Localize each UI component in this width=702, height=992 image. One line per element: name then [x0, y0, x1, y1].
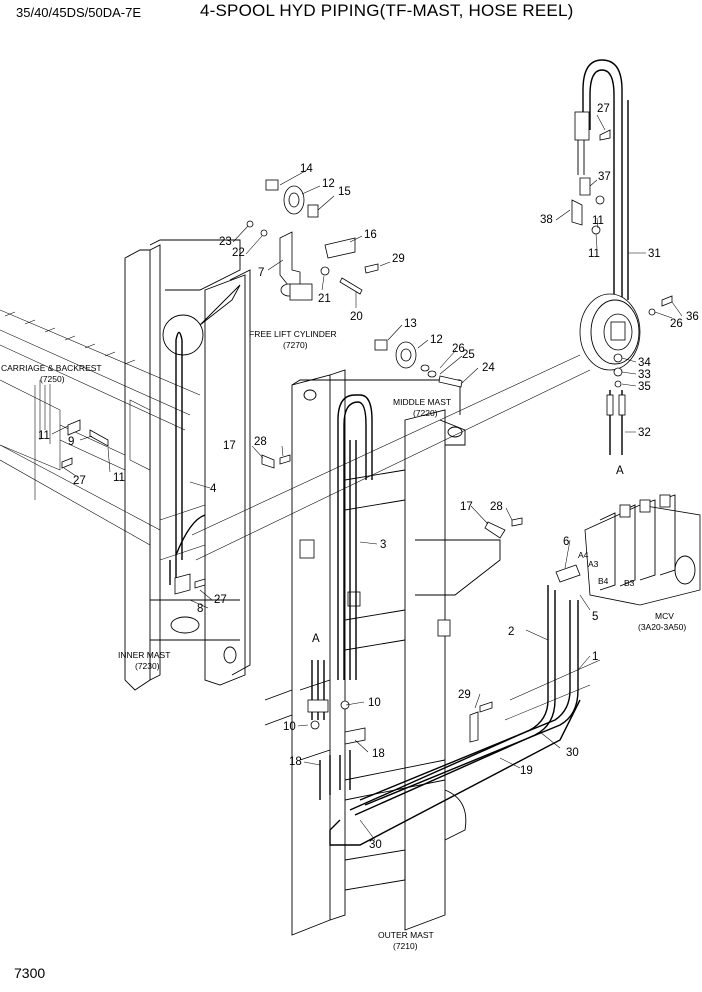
callout: 22	[232, 247, 245, 259]
callout: 10	[283, 721, 296, 733]
callout: 11	[113, 472, 125, 484]
callout: 14	[300, 163, 313, 175]
mcv-pipes	[329, 585, 601, 846]
mcv-drawing	[555, 494, 701, 606]
callout: 21	[318, 293, 331, 305]
callout: 30	[566, 747, 579, 759]
callout: 12	[322, 178, 335, 190]
callout: 11	[38, 430, 50, 442]
assembly-code: (7220)	[413, 408, 438, 418]
assembly-label: INNER MAST	[118, 650, 170, 660]
callout: 7	[258, 267, 264, 279]
callout: 18	[289, 756, 302, 768]
assembly-code: (7230)	[135, 661, 160, 671]
callout-numbers: 14 12 15 16 23 22 7 29 21 20 13 12 26 25…	[38, 103, 699, 851]
lower-fittings	[61, 419, 523, 800]
callout: 3	[380, 539, 386, 551]
callout: 6	[563, 536, 569, 548]
page-number: 7300	[14, 965, 46, 981]
middle-mast-parts	[374, 339, 463, 388]
callout: 11	[588, 248, 600, 260]
callout: 11	[592, 215, 604, 227]
callout: 27	[597, 103, 610, 115]
outer-mast-drawing	[264, 369, 501, 936]
callout: 8	[197, 603, 203, 615]
mast-hoses	[337, 394, 373, 680]
callout: 2	[508, 626, 514, 638]
page-title: 4-SPOOL HYD PIPING(TF-MAST, HOSE REEL)	[200, 1, 574, 20]
hose-reel-drawing	[571, 59, 673, 455]
callout: 26	[670, 318, 683, 330]
page-header: 35/40/45DS/50DA-7E 4-SPOOL HYD PIPING(TF…	[0, 0, 702, 30]
callout: 36	[686, 311, 699, 323]
assembly-labels: FREE LIFT CYLINDER (7270) CARRIAGE & BAC…	[1, 329, 686, 951]
callout: 34	[638, 357, 651, 369]
assembly-label: MIDDLE MAST	[393, 397, 451, 407]
callout: 27	[73, 475, 86, 487]
callout: 28	[490, 501, 503, 513]
callout: 1	[592, 651, 598, 663]
callout: 26	[452, 343, 465, 355]
assembly-label: FREE LIFT CYLINDER	[249, 329, 337, 339]
callout: 28	[254, 436, 267, 448]
callout: 37	[598, 171, 611, 183]
callout: 35	[638, 381, 651, 393]
callout: 9	[68, 436, 74, 448]
model-code: 35/40/45DS/50DA-7E	[16, 5, 142, 20]
port-label: A4	[578, 550, 589, 560]
free-lift-cylinder-parts	[246, 179, 379, 301]
callout: 17	[223, 440, 236, 452]
callout: 19	[520, 765, 533, 777]
callout: A	[312, 633, 320, 645]
callout: 18	[372, 748, 385, 760]
callout: 5	[592, 611, 598, 623]
callout: 30	[369, 839, 382, 851]
callout: 29	[392, 253, 405, 265]
callout: A	[616, 465, 624, 477]
callout: 15	[338, 186, 351, 198]
assembly-label: CARRIAGE & BACKREST	[1, 363, 102, 373]
assembly-label: MCV	[655, 611, 674, 621]
assembly-code: (7210)	[393, 941, 418, 951]
callout: 31	[648, 248, 661, 260]
assembly-code: (7250)	[40, 374, 65, 384]
callout: 25	[462, 349, 475, 361]
callout: 32	[638, 427, 651, 439]
reference-lines	[34, 354, 591, 561]
leader-lines	[51, 114, 683, 841]
assembly-code: (7270)	[283, 340, 308, 350]
port-label: B4	[598, 576, 609, 586]
callout: 20	[350, 311, 363, 323]
assembly-code: (3A20-3A50)	[638, 622, 686, 632]
callout: 10	[368, 697, 381, 709]
callout: 24	[482, 362, 495, 374]
callout: 4	[210, 483, 217, 495]
assembly-label: OUTER MAST	[378, 930, 434, 940]
inner-mast-drawing	[124, 239, 251, 691]
callout: 29	[458, 689, 471, 701]
port-label: A3	[588, 559, 599, 569]
callout: 23	[219, 236, 232, 248]
callout: 17	[460, 501, 473, 513]
port-label: B3	[624, 578, 635, 588]
callout: 27	[214, 594, 227, 606]
callout: 13	[404, 318, 417, 330]
callout: 38	[540, 214, 553, 226]
valve-port-labels: A4 A3 B4 B3	[578, 550, 635, 588]
callout: 16	[364, 229, 377, 241]
callout: 33	[638, 369, 651, 381]
carriage-drawing	[0, 309, 201, 546]
callout: 12	[430, 334, 443, 346]
